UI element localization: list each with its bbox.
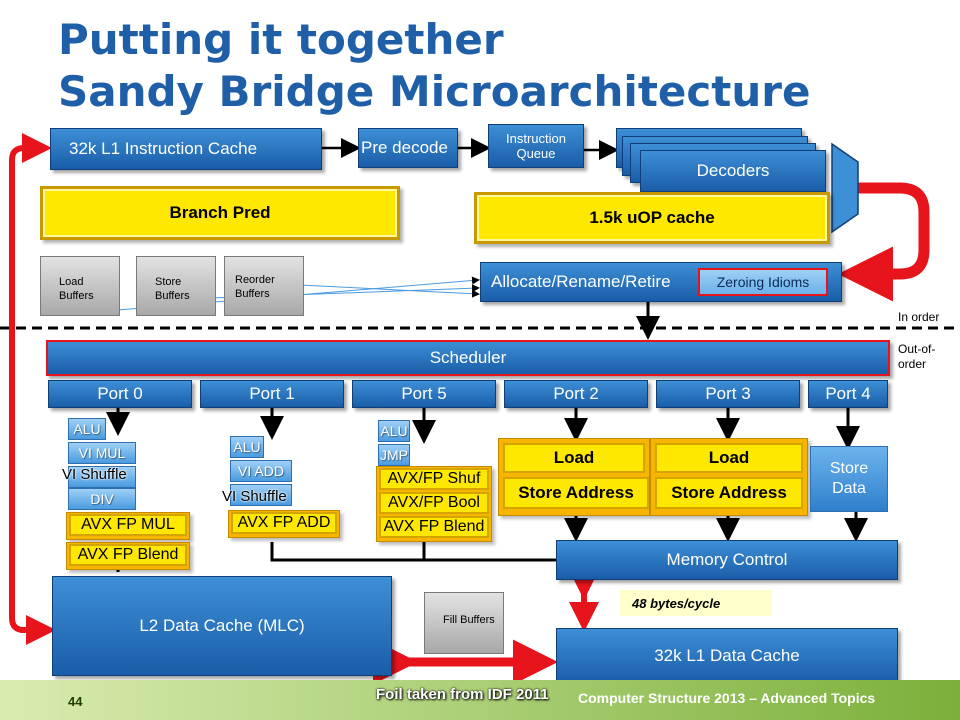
port1-vi-shuffle: VI Shuffle — [222, 488, 287, 505]
arrow-red-left — [9, 133, 52, 633]
foil-credit: Foil taken from IDF 2011 — [376, 686, 549, 703]
bandwidth-label: 48 bytes/cycle — [620, 590, 772, 616]
port5-avx-fp-shuf: AVX/FP Shuf — [379, 468, 489, 490]
store-buffers-box: Store Buffers — [136, 256, 216, 316]
page-number: 44 — [68, 694, 83, 709]
instruction-queue-box: Instruction Queue — [488, 124, 584, 168]
zeroing-idioms-box: Zeroing Idioms — [698, 268, 828, 296]
port1-avx-fp-add: AVX FP ADD — [231, 512, 337, 534]
l1-data-cache: 32k L1 Data Cache — [556, 628, 898, 684]
decoders-box: Decoders — [640, 150, 826, 192]
port-4: Port 4 — [808, 380, 888, 408]
port0-alu: ALU — [68, 418, 106, 440]
port0-vishuffle-bg — [68, 466, 136, 488]
pre-decode-box: Pre decode — [358, 128, 458, 168]
branch-pred-box: Branch Pred — [40, 186, 400, 240]
l1-instruction-cache: 32k L1 Instruction Cache — [50, 128, 322, 170]
port3-load: Load — [655, 443, 803, 473]
arrow-red-loop — [838, 182, 930, 302]
port5-alu: ALU — [378, 420, 410, 442]
fill-buffers-label: Fill Buffers — [443, 614, 495, 626]
port0-vi-mul: VI MUL — [68, 442, 136, 464]
uop-cache-box: 1.5k uOP cache — [474, 192, 830, 244]
mux-shape — [831, 142, 859, 234]
port2-store-address: Store Address — [503, 477, 649, 509]
port-5: Port 5 — [352, 380, 496, 408]
reorder-buffers-label: Reorder Buffers — [235, 274, 275, 300]
course-title: Computer Structure 2013 – Advanced Topic… — [578, 690, 876, 706]
title-line-2: Sandy Bridge Microarchitecture — [58, 67, 811, 116]
port-0: Port 0 — [48, 380, 192, 408]
port0-div: DIV — [68, 488, 136, 510]
memory-control-box: Memory Control — [556, 540, 898, 580]
port-1: Port 1 — [200, 380, 344, 408]
out-of-order-label: Out-of-order — [898, 342, 936, 371]
port-3: Port 3 — [656, 380, 800, 408]
port0-avx-mul-outer: AVX FP MUL — [66, 512, 190, 540]
in-order-label: In order — [898, 310, 940, 324]
port2-load: Load — [503, 443, 645, 473]
port-2: Port 2 — [504, 380, 648, 408]
port1-vishuffle-bg — [230, 484, 292, 506]
port5-jmp: JMP — [378, 444, 410, 466]
port0-avx-fp-mul: AVX FP MUL — [69, 514, 187, 536]
port0-avx-fp-blend: AVX FP Blend — [69, 544, 187, 566]
port1-vi-add: VI ADD — [230, 460, 292, 482]
port5-avx-fp-bool: AVX/FP Bool — [379, 492, 489, 514]
port5-avx-fp-blend: AVX FP Blend — [379, 516, 489, 538]
port1-avx-add-outer: AVX FP ADD — [228, 510, 340, 538]
store-buffers-label: Store Buffers — [155, 276, 190, 302]
footer-bar — [0, 680, 960, 720]
reorder-buffers-box: Reorder Buffers — [224, 256, 304, 316]
load-buffers-box: Load Buffers — [40, 256, 120, 316]
store-data-box: Store Data — [810, 446, 888, 512]
fill-buffers-box: Fill Buffers — [424, 592, 504, 654]
title-line-1: Putting it together — [58, 15, 504, 64]
port1-alu: ALU — [230, 436, 264, 458]
port3-store-address: Store Address — [655, 477, 803, 509]
port2-load-store-outer: Load Store Address — [498, 438, 650, 516]
port3-load-store-outer: Load Store Address — [650, 438, 808, 516]
port5-avx-outer: AVX/FP Shuf AVX/FP Bool AVX FP Blend — [376, 466, 492, 542]
load-buffers-label: Load Buffers — [59, 276, 94, 302]
port0-vi-shuffle: VI Shuffle — [62, 466, 127, 483]
l2-data-cache: L2 Data Cache (MLC) — [52, 576, 392, 676]
scheduler-box: Scheduler — [46, 340, 890, 376]
port0-avx-blend-outer: AVX FP Blend — [66, 542, 190, 570]
